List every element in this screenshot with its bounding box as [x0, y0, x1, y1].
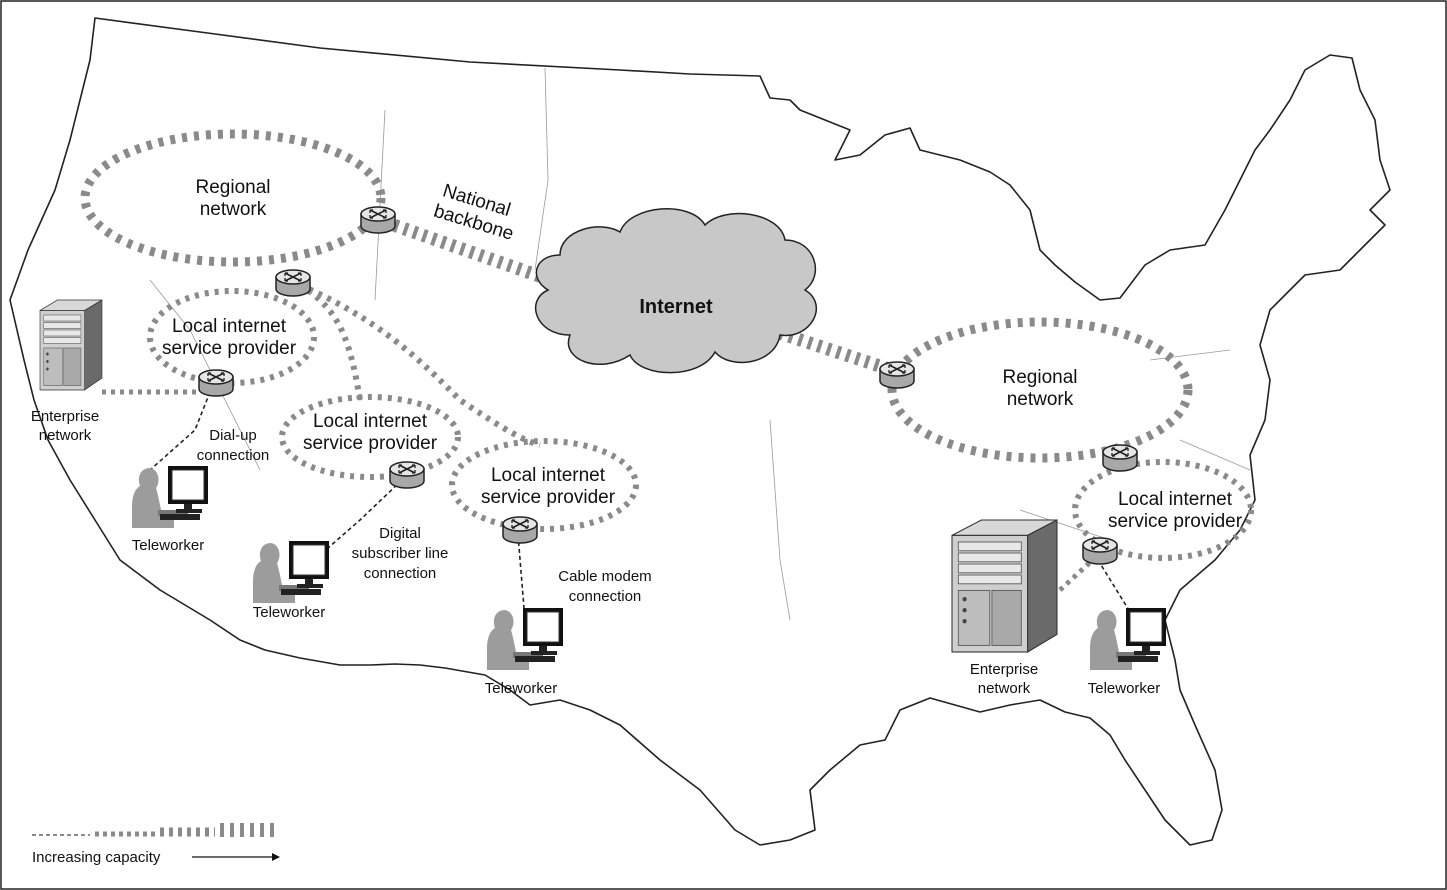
- isp-center-label: Local internet: [313, 411, 428, 432]
- cable-modem-connection-label: Cable modem: [558, 568, 651, 585]
- dialup-line: [149, 391, 211, 471]
- dsl-connection-label: subscriber line: [352, 545, 449, 562]
- teleworker-icon: [252, 540, 330, 604]
- regional-network-east-label: Regional: [1003, 367, 1078, 388]
- state-lines: [149, 67, 1251, 621]
- teleworker-label: Teleworker: [1088, 680, 1161, 697]
- isp-south-label: service provider: [481, 487, 616, 508]
- isp-ring-south: [449, 438, 639, 532]
- router-icon: [275, 269, 311, 297]
- backbone-link-east: [767, 323, 895, 377]
- dsl-line: [319, 479, 403, 556]
- teleworker-icon: [131, 465, 209, 529]
- teleworker-icon: [486, 607, 564, 671]
- regional-network-west-ring: [80, 129, 386, 267]
- server-icon: [951, 519, 1058, 653]
- isp-south-label: Local internet: [491, 465, 606, 486]
- cable-modem-connection-label: connection: [569, 588, 642, 605]
- us-map-outline: [9, 17, 1391, 846]
- router-icon: [389, 461, 425, 489]
- router-icon: [1102, 444, 1138, 472]
- regional-network-west-label: network: [200, 199, 267, 220]
- isp-west-label: Local internet: [172, 316, 287, 337]
- capacity-legend: Increasing capacity: [32, 823, 280, 866]
- regional-network-east-ring: [887, 317, 1193, 463]
- internet-cloud-icon: [534, 208, 818, 374]
- server-icon: [39, 299, 103, 391]
- regional-to-isp-link: [298, 282, 541, 448]
- enterprise-network-east-label: Enterprise: [970, 661, 1038, 678]
- regional-network-west-label: Regional: [196, 177, 271, 198]
- dialup-connection-label: Dial-up: [209, 427, 257, 444]
- router-icon: [360, 206, 396, 234]
- router-icon: [1082, 537, 1118, 565]
- teleworker-label: Teleworker: [485, 680, 558, 697]
- isp-ring-center: [279, 394, 461, 480]
- dsl-connection-label: Digital: [379, 525, 421, 542]
- teleworker-label: Teleworker: [253, 604, 326, 621]
- isp-center-label: service provider: [303, 433, 438, 454]
- arrow-right-icon: [272, 853, 280, 861]
- regional-network-east-label: network: [1007, 389, 1074, 410]
- teleworker-label: Teleworker: [132, 537, 205, 554]
- dsl-connection-label: connection: [364, 565, 437, 582]
- dialup-connection-label: connection: [197, 447, 270, 464]
- router-icon: [502, 516, 538, 544]
- isp-east-label: service provider: [1108, 511, 1243, 532]
- legend-label: Increasing capacity: [32, 849, 161, 866]
- backbone-link: [382, 215, 568, 292]
- isp-east-label: Local internet: [1118, 489, 1233, 510]
- teleworker-icon: [1089, 607, 1167, 671]
- router-icon: [879, 361, 915, 389]
- isp-ring-east: [1072, 459, 1254, 561]
- router-icon: [198, 369, 234, 397]
- isp-west-label: service provider: [162, 338, 297, 359]
- enterprise-network-west-label: network: [39, 427, 92, 444]
- internet-label: Internet: [639, 296, 713, 318]
- enterprise-network-east-label: network: [978, 680, 1031, 697]
- regional-to-isp-link: [298, 282, 363, 401]
- cable-line: [517, 534, 526, 621]
- enterprise-network-west-label: Enterprise: [31, 408, 99, 425]
